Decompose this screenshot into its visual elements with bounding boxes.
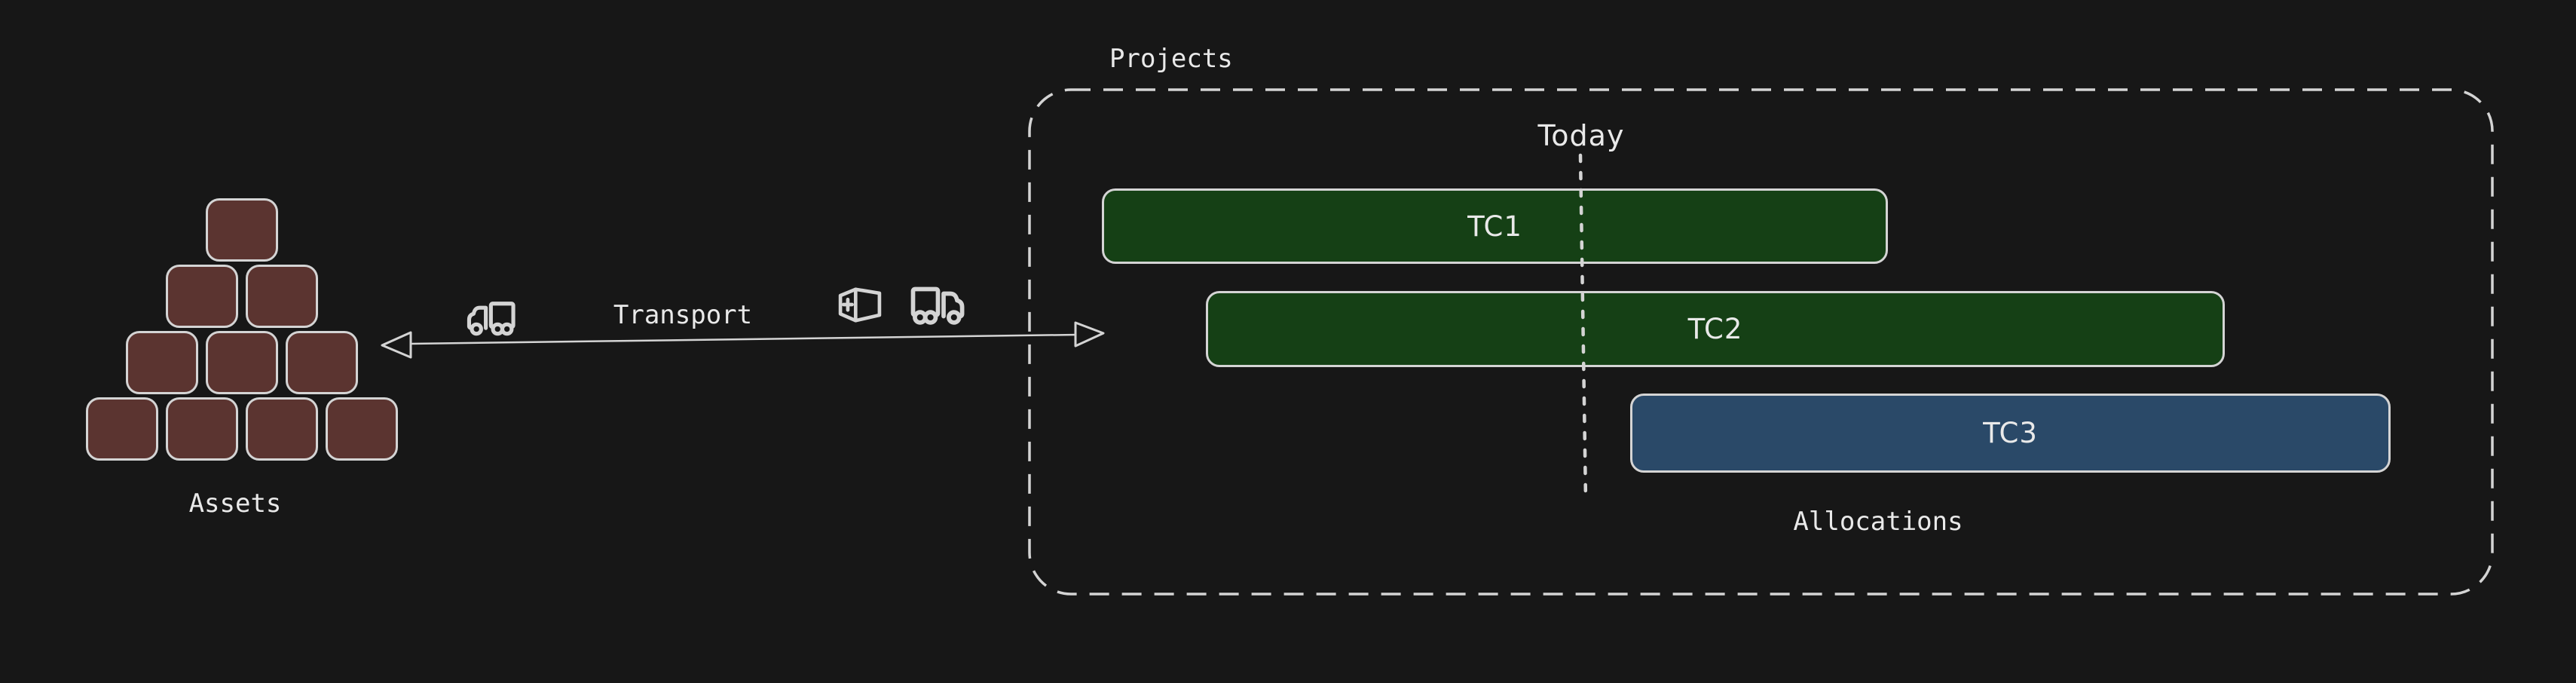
asset-block [86,397,158,461]
transport-arrowhead-left [381,331,412,359]
allocation-bar-tc3-label: TC3 [1983,417,2038,449]
today-label: Today [1537,119,1625,152]
asset-block [246,397,318,461]
transport-label: Transport [613,300,753,330]
truck-left-icon [467,302,516,336]
allocation-bar-tc2: TC2 [1206,291,2225,367]
asset-block [326,397,398,461]
assets-label: Assets [188,489,282,519]
asset-block [246,265,318,328]
transport-arrowhead-right [1074,321,1105,348]
allocation-bar-tc3: TC3 [1630,394,2391,473]
allocation-bar-tc1-label: TC1 [1467,210,1522,243]
asset-block [206,198,278,262]
asset-block [286,331,358,394]
asset-block [166,397,238,461]
allocation-bar-tc2-label: TC2 [1687,313,1743,345]
projects-label: Projects [1109,44,1233,74]
truck-right-icon [910,286,965,325]
package-icon [838,287,882,323]
allocations-label: Allocations [1793,507,1963,537]
asset-block [166,265,238,328]
asset-block [206,331,278,394]
asset-block [126,331,198,394]
allocation-bar-tc1: TC1 [1102,188,1888,264]
